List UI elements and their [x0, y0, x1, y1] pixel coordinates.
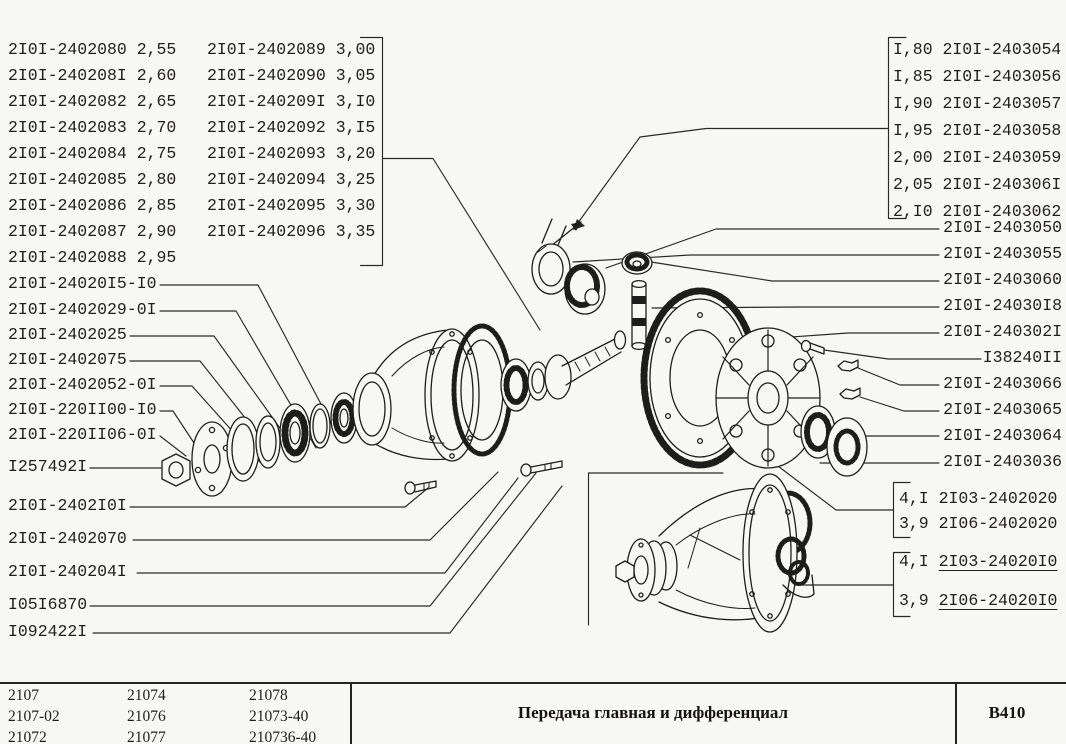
- pinion-shaft: [631, 279, 647, 351]
- splined-washer: [826, 417, 868, 477]
- footer-rule: [0, 682, 1066, 684]
- page-title: Передача главная и дифференциал: [517, 703, 789, 722]
- model-number: 21072: [8, 729, 47, 744]
- assembled-front-hub: [615, 538, 678, 602]
- sheet-code: B410: [988, 703, 1026, 722]
- footer-divider-left: [350, 684, 352, 744]
- footer-divider-right: [955, 684, 957, 744]
- side-gear: [564, 263, 606, 315]
- leader-lines: [89, 36, 982, 634]
- housing-bolt: [404, 480, 437, 495]
- model-number: 2107-02: [8, 708, 60, 725]
- satellite-pinion: [621, 251, 653, 275]
- model-number: 21074: [127, 687, 166, 704]
- spacer-ring: [255, 415, 281, 469]
- inner-bearing: [330, 392, 358, 444]
- oil-seal: [226, 416, 260, 482]
- thrust-washer: [531, 243, 571, 295]
- model-number: 21073-40: [249, 708, 309, 725]
- model-number: 21076: [127, 708, 166, 725]
- differential-case: [715, 327, 821, 469]
- model-row: 2107 21074 21078: [8, 685, 399, 706]
- model-number: 2107: [8, 687, 39, 704]
- case-bolt: [520, 460, 563, 477]
- adjusting-ring: [309, 403, 331, 449]
- outer-bearing: [279, 403, 311, 463]
- pinion-washer: [527, 361, 549, 401]
- ring-gear-bolt: [800, 339, 825, 355]
- model-row: 2107-02 21076 21073-40: [8, 706, 399, 727]
- pinion-bearing: [500, 358, 532, 412]
- model-row: 21072 21077 210736-40: [8, 727, 399, 744]
- model-number: 210736-40: [249, 729, 317, 744]
- flange-nut: [161, 453, 191, 487]
- pinion-flange: [191, 421, 233, 497]
- diff-gears-visible: [775, 536, 815, 598]
- model-number: 21078: [249, 687, 288, 704]
- main-exploded-view: [161, 218, 868, 497]
- assembled-view: [615, 473, 815, 633]
- lock-plate-2: [839, 387, 861, 400]
- lock-plate-1: [837, 359, 859, 372]
- drive-pinion: [544, 330, 627, 400]
- model-number: 21077: [127, 729, 166, 744]
